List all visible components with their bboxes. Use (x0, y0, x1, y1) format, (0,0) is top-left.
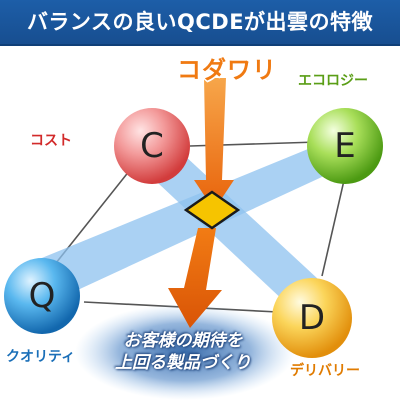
line-e-d (321, 175, 346, 277)
outcome-text: お客様の期待を 上回る製品づくり (88, 330, 278, 374)
sphere-q (4, 258, 80, 334)
letter-q: Q (28, 276, 56, 316)
letter-e: E (334, 126, 356, 166)
center-diamond (183, 190, 241, 230)
arrow-lower (168, 228, 222, 328)
band-q-e (32, 140, 350, 300)
title-banner: バランスの良いQCDEが出雲の特徴 (0, 0, 400, 46)
label-cost: コスト (30, 133, 72, 149)
outcome-line-2: 上回る製品づくり (115, 353, 251, 373)
label-ecology: エコロジー (298, 73, 368, 89)
sphere-d (272, 278, 352, 358)
letter-d: D (298, 298, 326, 338)
outcome-glow (75, 304, 295, 400)
outcome-line-1: お客様の期待を (123, 331, 243, 351)
sphere-e (307, 108, 383, 184)
sphere-c (114, 108, 190, 184)
balance-bands (32, 140, 350, 318)
label-quality: クオリティ (6, 349, 76, 365)
letter-c: C (140, 126, 164, 166)
title-text: バランスの良いQCDEが出雲の特徴 (26, 10, 374, 34)
spheres (4, 108, 383, 358)
arrow-upper (194, 78, 234, 210)
kodawari-label: コダワリ (177, 56, 277, 84)
diagram-canvas (4, 78, 383, 400)
label-delivery: デリバリー (290, 363, 360, 379)
kodawari-arrow (168, 78, 234, 328)
band-c-d (142, 142, 332, 318)
